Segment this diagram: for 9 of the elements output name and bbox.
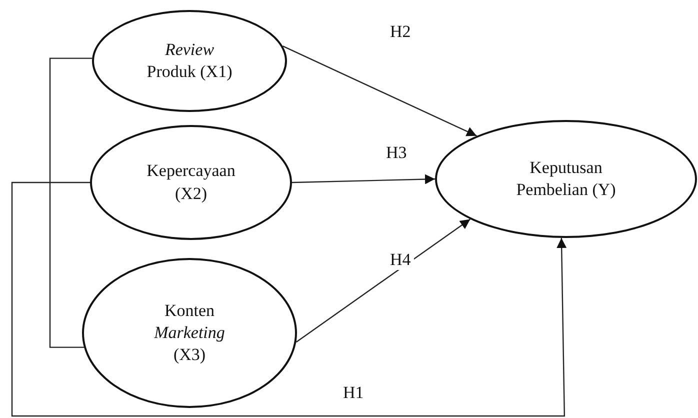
connector-line bbox=[49, 58, 92, 348]
construct-label: Kepercayaan (X2) bbox=[146, 160, 236, 204]
arrow bbox=[292, 174, 436, 184]
arrow bbox=[11, 182, 567, 417]
arrow bbox=[296, 218, 471, 343]
construct-label: Review Produk (X1) bbox=[146, 38, 234, 83]
arrow bbox=[282, 46, 477, 136]
construct-label: Konten Marketing (X3) bbox=[153, 300, 226, 366]
construct-label: Keputusan Pembelian (Y) bbox=[515, 156, 617, 201]
